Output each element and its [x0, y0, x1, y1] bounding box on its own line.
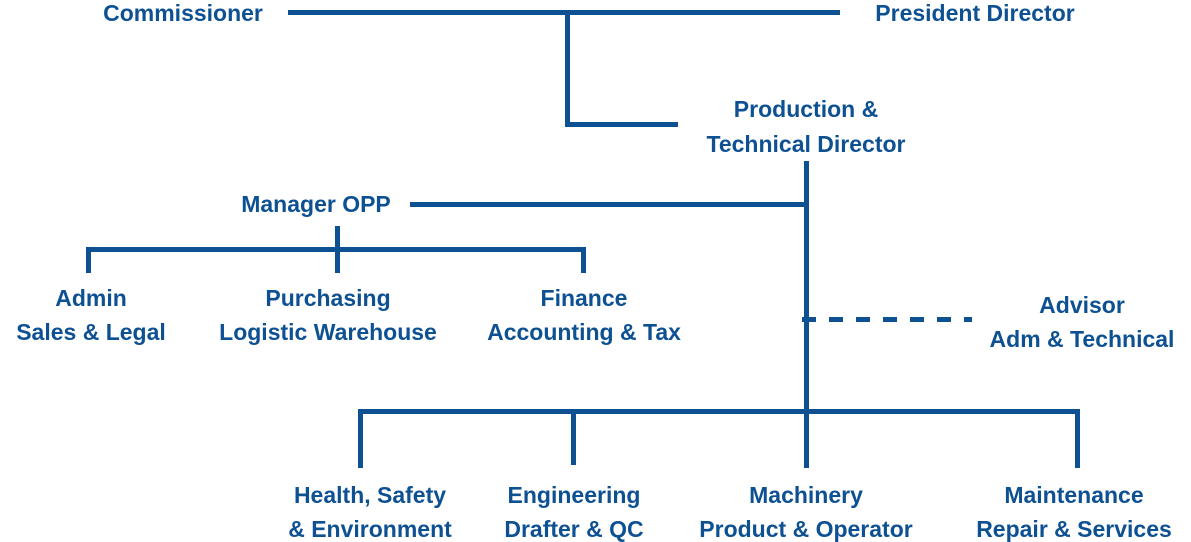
- node-health-safety-environment-label-1: Health, Safety: [293, 482, 447, 508]
- connector-finance-drop: [581, 249, 586, 273]
- node-engineering-drafter-qc-label-2: Drafter & QC: [504, 516, 644, 542]
- node-president-director: President Director: [875, 0, 1074, 26]
- node-maintenance-repair-services-label-1: Maintenance: [1004, 482, 1144, 508]
- node-production-technical-director-label-2: Technical Director: [706, 131, 906, 157]
- connector-advisor-dashed: [802, 317, 972, 322]
- node-president-director-label: President Director: [875, 0, 1075, 26]
- node-engineering-drafter-qc: Engineering Drafter & QC: [504, 478, 643, 542]
- connector-manager-opp: [410, 202, 809, 207]
- node-finance-accounting-tax-label-1: Finance: [540, 285, 628, 311]
- node-health-safety-environment: Health, Safety & Environment: [288, 478, 452, 542]
- connector-hse-drop: [358, 411, 363, 468]
- node-machinery-product-operator-label-1: Machinery: [749, 482, 863, 508]
- node-purchasing-logistic-warehouse-label-1: Purchasing: [265, 285, 391, 311]
- node-health-safety-environment-label-2: & Environment: [288, 516, 452, 542]
- node-machinery-product-operator: Machinery Product & Operator: [699, 478, 912, 542]
- node-advisor-adm-technical: Advisor Adm & Technical: [990, 288, 1175, 356]
- connector-maintenance-drop: [1075, 411, 1080, 468]
- node-machinery-product-operator-label-2: Product & Operator: [699, 516, 913, 542]
- node-maintenance-repair-services: Maintenance Repair & Services: [976, 478, 1172, 542]
- connector-bottom-bar: [358, 409, 1080, 414]
- node-admin-sales-legal-label-1: Admin: [55, 285, 127, 311]
- node-purchasing-logistic-warehouse-label-2: Logistic Warehouse: [219, 319, 437, 345]
- connector-production-director-leader: [565, 122, 678, 127]
- connector-main-vertical: [804, 161, 809, 468]
- node-advisor-adm-technical-label-2: Adm & Technical: [989, 326, 1175, 352]
- node-admin-sales-legal-label-2: Sales & Legal: [16, 319, 166, 345]
- node-maintenance-repair-services-label-2: Repair & Services: [976, 516, 1172, 542]
- node-finance-accounting-tax: Finance Accounting & Tax: [487, 281, 681, 349]
- node-advisor-adm-technical-label-1: Advisor: [1039, 292, 1125, 318]
- node-production-technical-director: Production & Technical Director: [707, 92, 906, 162]
- node-purchasing-logistic-warehouse: Purchasing Logistic Warehouse: [219, 281, 437, 349]
- node-manager-opp-label: Manager OPP: [241, 191, 391, 217]
- connector-engineering-drop: [571, 411, 576, 465]
- node-engineering-drafter-qc-label-1: Engineering: [507, 482, 641, 508]
- node-admin-sales-legal: Admin Sales & Legal: [16, 281, 166, 349]
- connector-top-drop: [565, 10, 570, 127]
- connector-admin-drop: [86, 249, 91, 273]
- node-finance-accounting-tax-label-2: Accounting & Tax: [487, 319, 681, 345]
- node-production-technical-director-label-1: Production &: [733, 96, 879, 122]
- node-commissioner-label: Commissioner: [103, 0, 263, 26]
- connector-manager-children-bar: [86, 247, 586, 252]
- node-commissioner: Commissioner: [103, 0, 263, 26]
- connector-commissioner-president: [288, 10, 840, 15]
- node-manager-opp: Manager OPP: [241, 191, 391, 217]
